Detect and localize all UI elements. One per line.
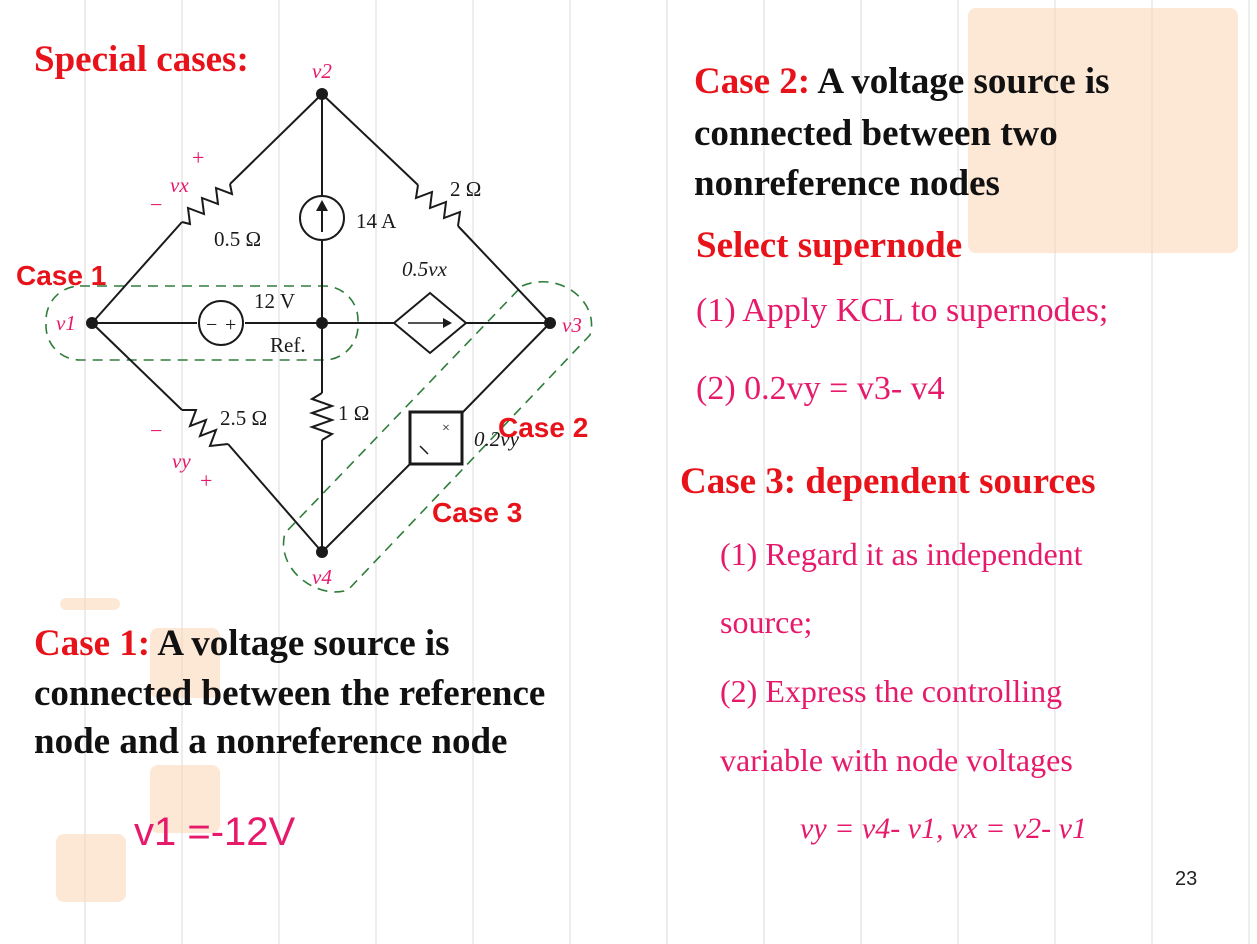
case1-label: Case 1: bbox=[34, 623, 151, 664]
label-2-5-ohm: 2.5 Ω bbox=[220, 406, 267, 430]
case1-line1: Case 1: A voltage source is bbox=[34, 622, 450, 665]
svg-text:×: × bbox=[442, 421, 450, 436]
label-12v: 12 V bbox=[254, 289, 295, 313]
resistor-2-ohm bbox=[414, 184, 462, 227]
watermark-seal bbox=[60, 598, 120, 610]
case3-step2-line1: (2) Express the controlling bbox=[720, 673, 1063, 709]
node-ref-dot bbox=[316, 317, 328, 329]
voltage-source-12v: − + bbox=[198, 300, 244, 346]
case2-step1: (1) Apply KCL to supernodes; bbox=[696, 292, 1109, 329]
dependent-current-source bbox=[392, 291, 468, 355]
label-vx: vx bbox=[170, 173, 189, 197]
case2-text-1: A voltage source is bbox=[810, 61, 1110, 102]
label-ref: Ref. bbox=[270, 333, 306, 357]
vs-plus-sign: + bbox=[225, 314, 236, 336]
label-vy: vy bbox=[172, 449, 191, 473]
case3-tag: Case 3 bbox=[432, 497, 523, 528]
label-0-5vx: 0.5vx bbox=[402, 257, 448, 281]
case3-step1-line1: (1) Regard it as independent bbox=[720, 536, 1083, 572]
vs-minus-sign: − bbox=[206, 314, 217, 336]
case3-step1-line2: source; bbox=[720, 604, 813, 640]
case3-heading: Case 3: dependent sources bbox=[680, 461, 1096, 502]
case2-label: Case 2: bbox=[694, 61, 811, 102]
case1-tag: Case 1 bbox=[16, 260, 107, 291]
case3-equation: vy = v4- v1, vx = v2- v1 bbox=[800, 812, 1087, 845]
case1-equation: v1 =-12V bbox=[134, 810, 296, 854]
case1-line3: node and a nonreference node bbox=[34, 721, 508, 762]
label-node-v4: v4 bbox=[312, 565, 332, 589]
label-1-ohm: 1 Ω bbox=[338, 401, 369, 425]
node-v3-dot bbox=[544, 317, 556, 329]
slide-title: Special cases: bbox=[34, 39, 249, 80]
case2-line3: nonreference nodes bbox=[694, 163, 1000, 204]
watermark-seal bbox=[56, 834, 126, 902]
case1-text-1: A voltage source is bbox=[150, 623, 450, 664]
resistor-0-5-ohm bbox=[181, 183, 234, 226]
resistor-2-5-ohm bbox=[182, 409, 229, 448]
watermark-seal bbox=[150, 628, 220, 698]
vx-plus: + bbox=[192, 145, 204, 170]
vy-minus: − bbox=[150, 418, 162, 443]
label-14a: 14 A bbox=[356, 209, 397, 233]
label-0-5-ohm: 0.5 Ω bbox=[214, 227, 261, 251]
page-number: 23 bbox=[1175, 868, 1198, 890]
case2-subtitle: Select supernode bbox=[696, 225, 963, 266]
label-0-2vy: 0.2vy bbox=[474, 427, 520, 451]
case1-line2: connected between the reference bbox=[34, 673, 546, 714]
case3-step2-line2: variable with node voltages bbox=[720, 742, 1073, 778]
case2-line1: Case 2: A voltage source is bbox=[694, 60, 1110, 103]
resistor-1-ohm bbox=[308, 392, 336, 441]
dependent-voltage-source: × bbox=[408, 410, 464, 466]
node-v2-dot bbox=[316, 88, 328, 100]
case2-supernode-outline bbox=[282, 280, 593, 593]
case2-step2: (2) 0.2vy = v3- v4 bbox=[696, 370, 945, 407]
watermark-seal bbox=[150, 765, 220, 833]
node-v4-dot bbox=[316, 546, 328, 558]
case1-supernode-outline bbox=[45, 285, 359, 361]
case2-tag: Case 2 bbox=[498, 412, 589, 443]
label-node-v3: v3 bbox=[562, 313, 582, 337]
circuit-diagram: − + × 0.5 Ω 2 Ω 14 A 12 V Ref. 0.5vx 2.5… bbox=[45, 59, 593, 593]
label-node-v1: v1 bbox=[56, 311, 76, 335]
case2-line2: connected between two bbox=[694, 113, 1058, 154]
label-2-ohm: 2 Ω bbox=[450, 177, 481, 201]
current-source-14a bbox=[299, 195, 345, 241]
vy-plus: + bbox=[200, 468, 212, 493]
node-v1-dot bbox=[86, 317, 98, 329]
vx-minus: − bbox=[150, 192, 162, 217]
label-node-v2: v2 bbox=[312, 59, 332, 83]
watermark-seal bbox=[968, 8, 1238, 253]
